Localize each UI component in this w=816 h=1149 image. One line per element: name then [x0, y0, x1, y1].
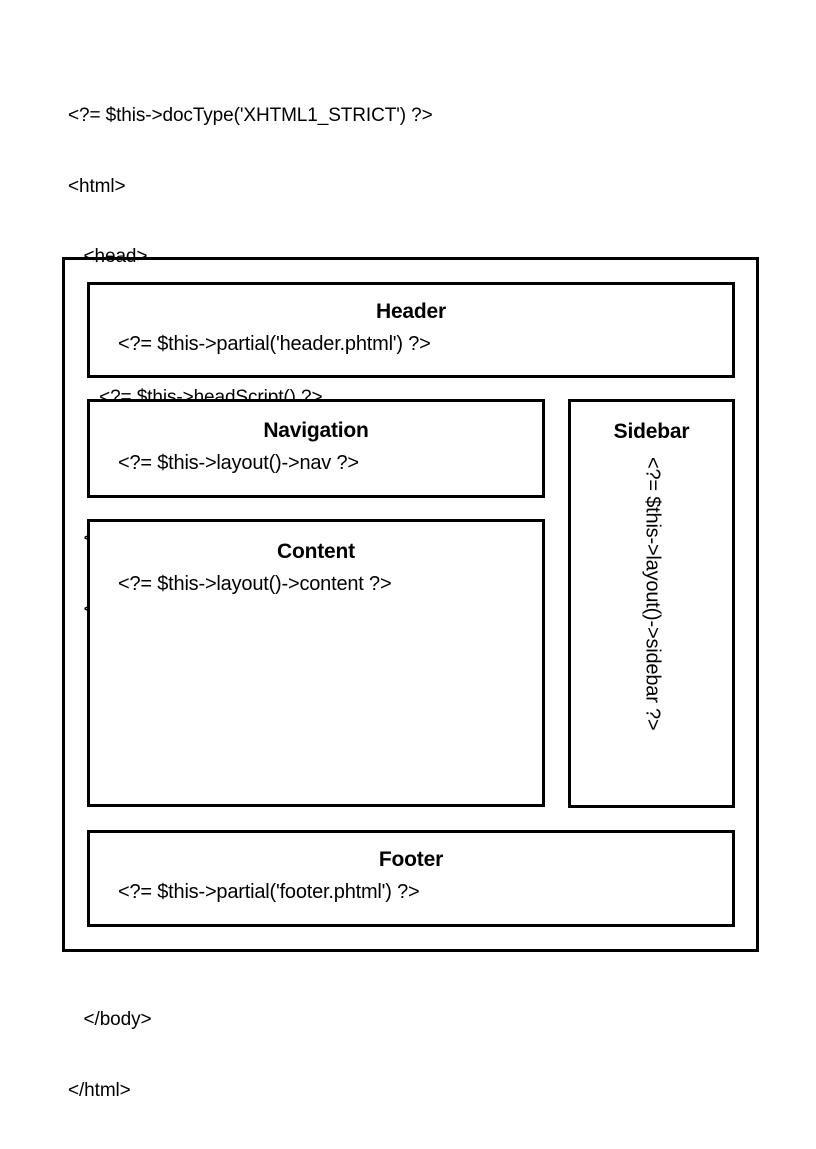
region-footer-title: Footer	[378, 848, 444, 871]
code-listing-bottom: </body> </html>	[68, 961, 152, 1149]
region-navigation-code: <?= $this->layout()->nav ?>	[118, 452, 359, 474]
body-container-box	[62, 257, 759, 952]
region-content: Content <?= $this->layout()->content ?>	[87, 519, 545, 807]
code-line-html-close: </html>	[68, 1079, 131, 1101]
region-header-code: <?= $this->partial('header.phtml') ?>	[118, 333, 431, 355]
code-line-doctype: <?= $this->docType('XHTML1_STRICT') ?>	[68, 105, 433, 126]
region-footer-code: <?= $this->partial('footer.phtml') ?>	[118, 881, 420, 903]
region-content-code: <?= $this->layout()->content ?>	[118, 573, 392, 595]
region-navigation-title: Navigation	[263, 419, 369, 442]
region-header-title: Header	[375, 300, 446, 323]
region-content-title: Content	[277, 540, 355, 563]
code-line-head-open: <head>	[68, 246, 148, 267]
region-sidebar-code-wrapper: <?= $this->layout()->sidebar ?>	[571, 457, 732, 805]
code-line-body-close: </body>	[68, 1009, 152, 1030]
region-header: Header <?= $this->partial('header.phtml'…	[87, 282, 735, 378]
region-navigation: Navigation <?= $this->layout()->nav ?>	[87, 399, 545, 498]
code-line-html-open: <html>	[68, 175, 126, 197]
diagram-page: <?= $this->docType('XHTML1_STRICT') ?> <…	[62, 105, 759, 1101]
region-sidebar-code: <?= $this->layout()->sidebar ?>	[641, 457, 663, 731]
region-footer: Footer <?= $this->partial('footer.phtml'…	[87, 830, 735, 927]
region-sidebar-title: Sidebar	[613, 420, 690, 443]
region-sidebar: Sidebar <?= $this->layout()->sidebar ?>	[568, 399, 735, 808]
